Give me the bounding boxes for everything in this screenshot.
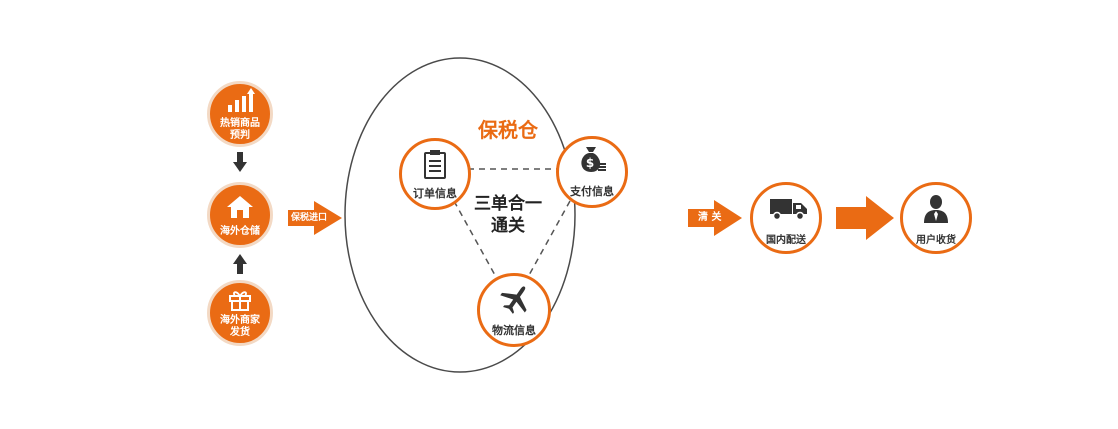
domestic-delivery-node: 国内配送 [750,182,822,254]
bonded-warehouse-title: 保税仓 [478,118,538,142]
bonded-warehouse-circle [344,57,576,373]
clipboard-icon [424,150,446,179]
user-icon [924,195,948,223]
domestic-delivery-label: 国内配送 [766,235,806,246]
hot-goods-label-line2: 预判 [230,130,250,141]
money-bag-icon: $ [581,147,606,172]
merge-customs-line2: 通关 [491,216,525,236]
clearance-arrow [688,200,742,236]
order-info-label: 订单信息 [413,187,457,200]
logistics-info-node: 物流信息 [477,273,551,347]
merge-customs-line1: 三单合一 [474,194,542,214]
overseas-merchant-node: 海外商家 发货 [207,280,273,346]
overseas-merchant-label: 海外商家 [220,315,260,326]
overseas-warehouse-node: 海外仓储 [207,182,273,248]
house-icon [227,196,253,218]
user-receipt-node: 用户收货 [900,182,972,254]
bonded-import-arrow [288,201,342,235]
gift-icon [229,291,251,311]
down-arrow-icon [233,152,247,172]
hot-goods-label: 热销商品 [220,118,260,129]
order-info-node: 订单信息 [399,138,471,210]
hot-goods-node: 热销商品 预判 [207,81,273,147]
payment-info-label: 支付信息 [570,185,614,198]
truck-icon [770,199,807,221]
airplane-icon [500,286,527,314]
clearance-label: 清 关 [698,212,722,223]
payment-info-node: $ 支付信息 [556,136,628,208]
overseas-warehouse-label: 海外仓储 [220,226,260,237]
bar-chart-icon [228,88,255,112]
up-arrow-icon [233,254,247,274]
bonded-import-label: 保税进口 [291,213,328,223]
logistics-info-label: 物流信息 [492,324,536,337]
delivery-arrow [836,196,894,240]
user-receipt-label: 用户收货 [916,235,956,246]
overseas-merchant-label-line2: 发货 [230,327,250,338]
triangle-connector [453,168,571,278]
svg-text:$: $ [586,156,594,170]
merge-customs-text: 三单合一 通关 [472,193,544,237]
